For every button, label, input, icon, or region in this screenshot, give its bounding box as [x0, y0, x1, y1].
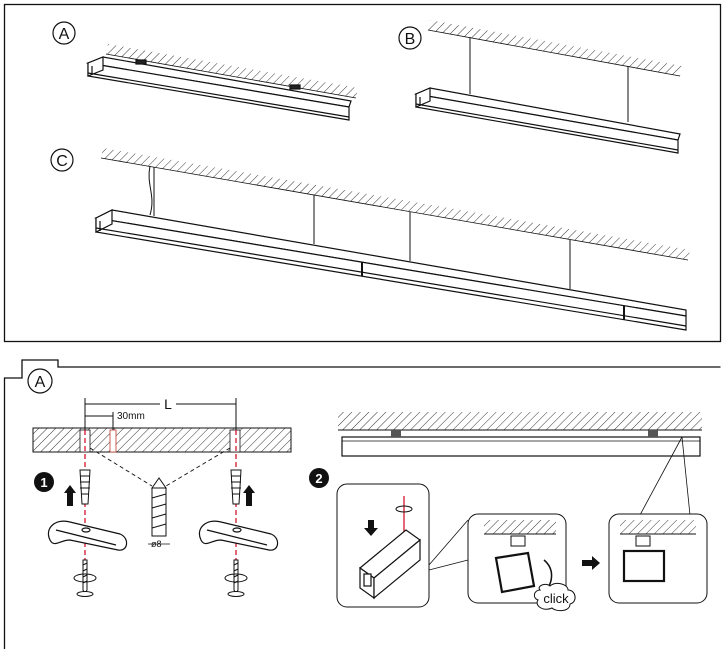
arrow-right-icon	[582, 556, 600, 570]
step-1-number: 1	[40, 475, 47, 490]
step-2-badge	[309, 468, 329, 488]
step-2-mounting: 2 click	[309, 412, 708, 612]
drill-hole	[109, 429, 117, 453]
variant-a: A	[52, 21, 358, 121]
variant-a-label: A	[59, 26, 70, 43]
variant-c: C	[50, 148, 690, 331]
step-1-drilling: L 30mm ø8 1	[32, 396, 292, 597]
screw-left	[76, 559, 94, 597]
luminaire-a	[85, 56, 352, 121]
variant-b-label: B	[405, 31, 416, 48]
profile-fixed	[622, 549, 666, 583]
click-label: click	[543, 591, 569, 606]
top-panel-frame	[3, 3, 722, 343]
drill-hole	[229, 429, 241, 453]
luminaire-c-line	[94, 209, 687, 331]
step-1-badge	[34, 472, 54, 492]
spring-clip	[510, 535, 526, 547]
arrow-down-icon	[364, 520, 378, 536]
luminaire-b	[413, 87, 681, 154]
variant-b: B	[398, 20, 682, 154]
power-cable	[148, 165, 153, 216]
spring-clip	[635, 535, 651, 547]
wall-plug-right	[230, 469, 242, 505]
section-a-label: A	[35, 374, 46, 391]
section-a-badge	[27, 368, 53, 394]
bottom-panel-frame	[3, 359, 721, 649]
profile-end-view	[359, 529, 421, 600]
ceiling-slab-2	[338, 412, 702, 430]
length-label: L	[164, 396, 172, 412]
variant-c-badge	[50, 148, 74, 172]
ceiling-hatch-c	[101, 148, 690, 260]
ceiling-slab	[32, 427, 292, 453]
screw-right	[227, 559, 245, 597]
mounting-clip-right	[198, 520, 279, 551]
clip-indicator	[648, 430, 658, 437]
profile-tilted	[494, 551, 536, 594]
clip-indicator	[391, 430, 401, 437]
drill-diameter-label: ø8	[151, 539, 162, 549]
wall-plug-left	[79, 469, 91, 505]
arrow-up-icon	[64, 485, 255, 506]
drill-bit	[151, 477, 167, 537]
ceiling-hatch-b	[428, 20, 682, 76]
step-2-number: 2	[315, 471, 322, 486]
variant-c-label: C	[56, 153, 68, 170]
luminaire-side-view	[341, 436, 701, 457]
click-bubble	[533, 582, 576, 612]
rotate-icon	[73, 573, 248, 583]
offset-label: 30mm	[117, 411, 145, 422]
mounting-clip-left	[47, 520, 128, 551]
variant-b-badge	[398, 26, 422, 50]
variant-a-badge	[52, 21, 76, 45]
